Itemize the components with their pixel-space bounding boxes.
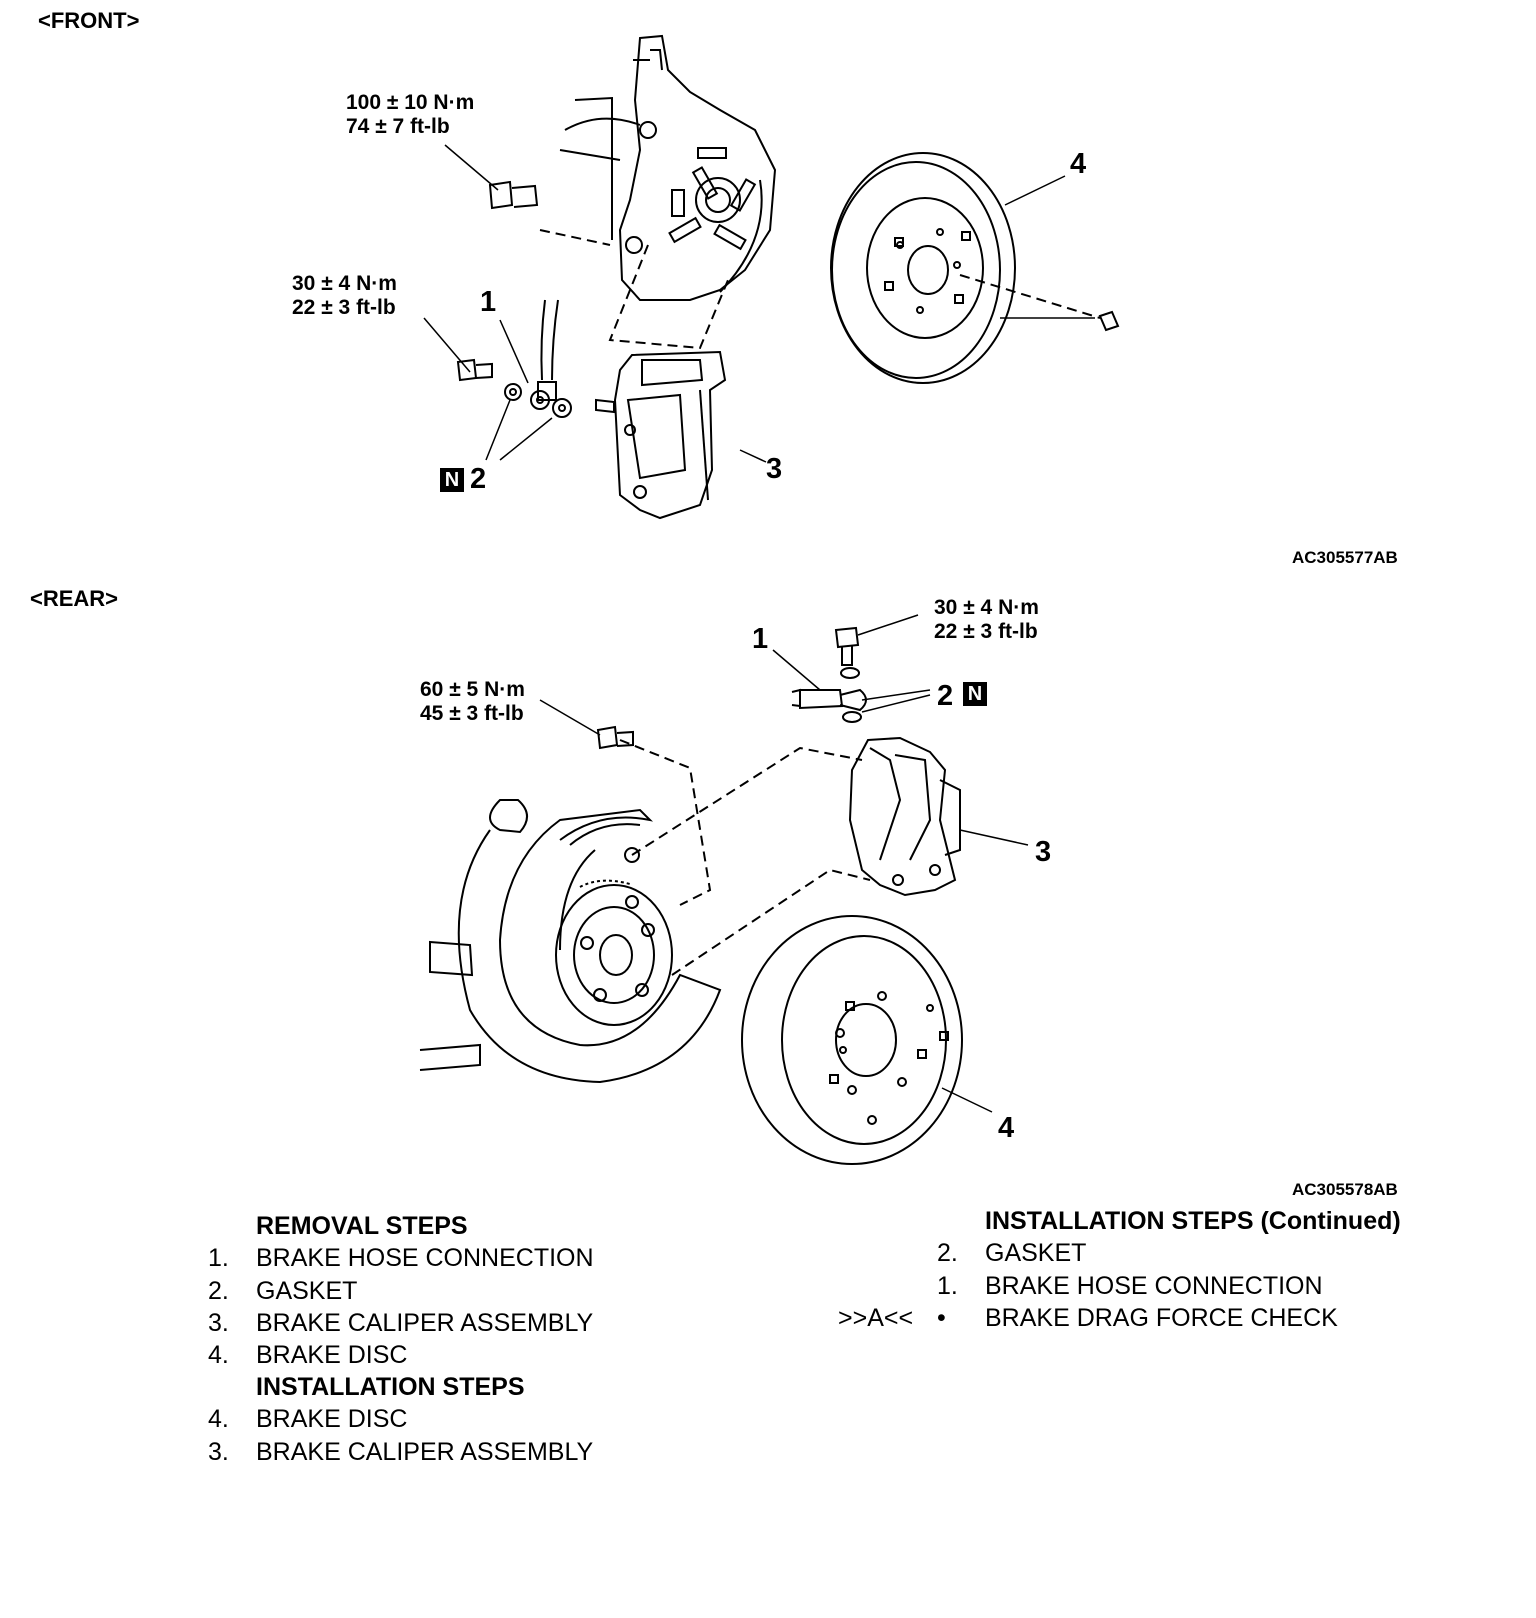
- rear-backing-plate: [419, 799, 722, 1084]
- front-figure-id: AC305577AB: [1292, 548, 1398, 567]
- list-item: 4.BRAKE DISC: [208, 1405, 408, 1433]
- front-gasket: [504, 383, 572, 418]
- front-callout-4: 4: [1070, 148, 1087, 180]
- rear-section-label: <REAR>: [30, 586, 119, 611]
- front-callout-1: 1: [480, 286, 497, 318]
- rear-upper-torque-ftlb: 22 ± 3 ft-lb: [934, 620, 1038, 643]
- rear-hose-bolt: [834, 626, 860, 666]
- rear-gasket: [840, 667, 862, 723]
- list-item: 4.BRAKE DISC: [208, 1341, 408, 1369]
- front-callout-3: 3: [766, 453, 783, 485]
- service-point-mark: >>A<<: [838, 1304, 914, 1332]
- removal-heading: REMOVAL STEPS: [256, 1212, 468, 1240]
- rear-figure-id: AC305578AB: [1292, 1180, 1398, 1199]
- front-lower-torque-ftlb: 22 ± 3 ft-lb: [292, 296, 396, 319]
- rear-callout-2: 2: [937, 680, 954, 712]
- list-item: 3.BRAKE CALIPER ASSEMBLY: [208, 1438, 594, 1466]
- front-new-part-mark: N: [440, 468, 464, 492]
- front-upper-torque-ftlb: 74 ± 7 ft-lb: [346, 115, 450, 138]
- front-knuckle-bolt: [488, 180, 539, 210]
- front-lower-torque-nm: 30 ± 4 N·m: [292, 272, 397, 295]
- rear-lower-torque-nm: 60 ± 5 N·m: [420, 678, 525, 701]
- rear-callout-1: 1: [752, 623, 769, 655]
- rear-new-part-mark: N: [963, 682, 987, 706]
- front-section-label: <FRONT>: [38, 8, 140, 33]
- front-upper-torque-nm: 100 ± 10 N·m: [346, 91, 475, 114]
- installation-continued-heading: INSTALLATION STEPS (Continued): [985, 1207, 1401, 1235]
- rear-brake-hose: [791, 688, 867, 712]
- front-brake-disc: [830, 152, 1016, 384]
- list-item: •BRAKE DRAG FORCE CHECK: [937, 1304, 1338, 1332]
- list-item: 3.BRAKE CALIPER ASSEMBLY: [208, 1309, 594, 1337]
- front-hose-bolt: [456, 358, 493, 382]
- rear-hub: [555, 847, 673, 1026]
- list-item: 2.GASKET: [937, 1239, 1087, 1267]
- rear-brake-caliper: [848, 736, 961, 897]
- rear-brake-disc: [741, 915, 963, 1165]
- front-callout-2: 2: [470, 463, 487, 495]
- installation-heading: INSTALLATION STEPS: [256, 1373, 525, 1401]
- front-disc-screw: [1098, 310, 1120, 332]
- rear-upper-torque-nm: 30 ± 4 N·m: [934, 596, 1039, 619]
- rear-lower-torque-ftlb: 45 ± 3 ft-lb: [420, 702, 524, 725]
- rear-callout-3: 3: [1035, 836, 1052, 868]
- list-item: 2.GASKET: [208, 1277, 358, 1305]
- rear-callout-4: 4: [998, 1112, 1015, 1144]
- list-item: 1.BRAKE HOSE CONNECTION: [937, 1272, 1323, 1300]
- front-steering-knuckle: [559, 34, 777, 301]
- front-brake-caliper: [595, 350, 727, 520]
- list-item: 1.BRAKE HOSE CONNECTION: [208, 1244, 594, 1272]
- rear-knuckle-bolt: [596, 725, 634, 750]
